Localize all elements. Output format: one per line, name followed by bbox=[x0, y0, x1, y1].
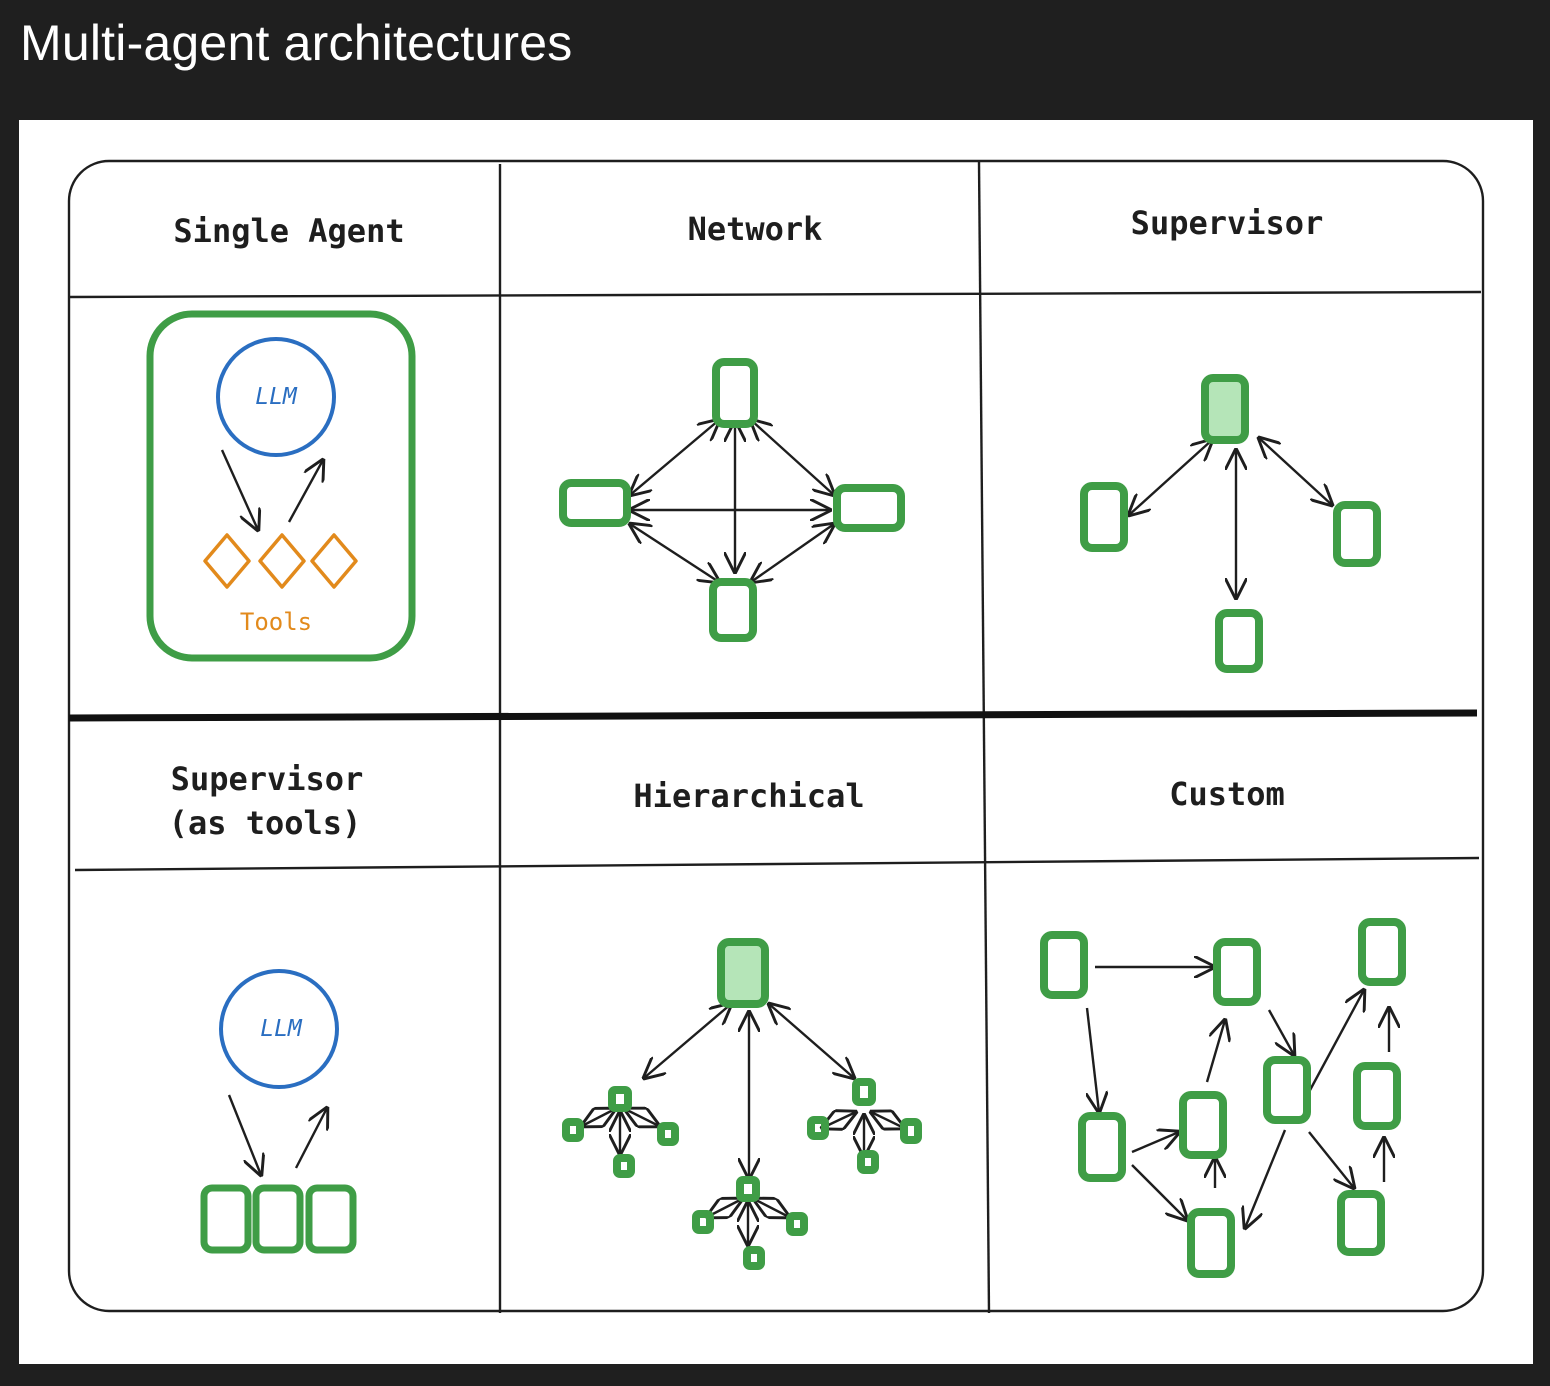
supervisor-diagram bbox=[1080, 374, 1381, 673]
agent-node bbox=[1353, 1062, 1401, 1130]
agent-node bbox=[743, 1246, 765, 1270]
grid-frame bbox=[67, 159, 1485, 1314]
header-supervisor-as-tools-line2: (as tools) bbox=[169, 804, 362, 842]
sub-supervisor-node bbox=[608, 1086, 632, 1112]
llm-circle bbox=[219, 969, 339, 1089]
agent-node bbox=[1337, 1190, 1385, 1256]
agent-node bbox=[1213, 938, 1261, 1006]
header-network: Network bbox=[688, 210, 823, 248]
agent-node bbox=[1263, 1056, 1311, 1124]
agent-node bbox=[1215, 609, 1263, 673]
page-title: Multi-agent architectures bbox=[20, 15, 573, 71]
header-single-agent: Single Agent bbox=[173, 212, 404, 250]
agent-node bbox=[1040, 931, 1088, 999]
agent-node bbox=[1078, 1112, 1126, 1182]
agent-node bbox=[200, 1184, 252, 1254]
agent-node bbox=[712, 358, 758, 428]
arrow-to-llm bbox=[294, 1108, 327, 1169]
cell-headers: Single Agent Network Supervisor Supervis… bbox=[169, 204, 1324, 842]
sub-supervisor-node bbox=[852, 1078, 876, 1106]
hierarchical-diagram bbox=[562, 938, 922, 1270]
agent-node bbox=[1358, 918, 1406, 986]
tool-diamond-icon bbox=[203, 533, 251, 589]
single-agent-diagram: LLM Tools bbox=[146, 310, 416, 662]
llm-label: LLM bbox=[260, 1016, 303, 1042]
architecture-diagram: Single Agent Network Supervisor Supervis… bbox=[67, 159, 1485, 1314]
llm-label: LLM bbox=[255, 384, 298, 410]
agent-node bbox=[786, 1212, 808, 1236]
agent-boundary bbox=[146, 310, 416, 662]
header-supervisor: Supervisor bbox=[1131, 204, 1324, 242]
tool-diamond-icon bbox=[258, 533, 306, 589]
network-diagram bbox=[559, 358, 905, 642]
header-supervisor-as-tools-line1: Supervisor bbox=[171, 760, 364, 798]
arrow-to-agents bbox=[227, 1094, 261, 1175]
tools-label: Tools bbox=[240, 608, 312, 636]
agent-node bbox=[1080, 482, 1128, 552]
agent-node bbox=[613, 1154, 635, 1178]
agent-node bbox=[709, 578, 757, 642]
agent-node bbox=[900, 1118, 922, 1144]
agent-node bbox=[857, 1150, 879, 1174]
tool-diamond-icon bbox=[310, 533, 358, 589]
agent-node bbox=[692, 1210, 714, 1234]
diagram-panel: Single Agent Network Supervisor Supervis… bbox=[19, 120, 1533, 1364]
agent-node bbox=[252, 1184, 304, 1254]
sub-supervisor-node bbox=[736, 1176, 760, 1202]
root-supervisor-node bbox=[717, 938, 769, 1008]
agent-node bbox=[833, 484, 905, 532]
agent-node bbox=[562, 1118, 584, 1142]
llm-circle bbox=[216, 337, 336, 457]
agent-node bbox=[1187, 1208, 1235, 1278]
arrow-to-llm bbox=[287, 460, 323, 523]
agent-node bbox=[1179, 1091, 1227, 1159]
arrow-to-tools bbox=[220, 449, 258, 530]
agent-node bbox=[807, 1116, 829, 1140]
agent-node bbox=[1333, 501, 1381, 567]
header-hierarchical: Hierarchical bbox=[633, 777, 864, 815]
supervisor-node bbox=[1201, 374, 1249, 444]
header-custom: Custom bbox=[1169, 775, 1285, 813]
custom-diagram bbox=[1040, 918, 1406, 1278]
agent-node bbox=[657, 1122, 679, 1146]
supervisor-as-tools-diagram: LLM bbox=[200, 969, 357, 1254]
agent-node bbox=[559, 479, 631, 527]
agent-node bbox=[305, 1184, 357, 1254]
